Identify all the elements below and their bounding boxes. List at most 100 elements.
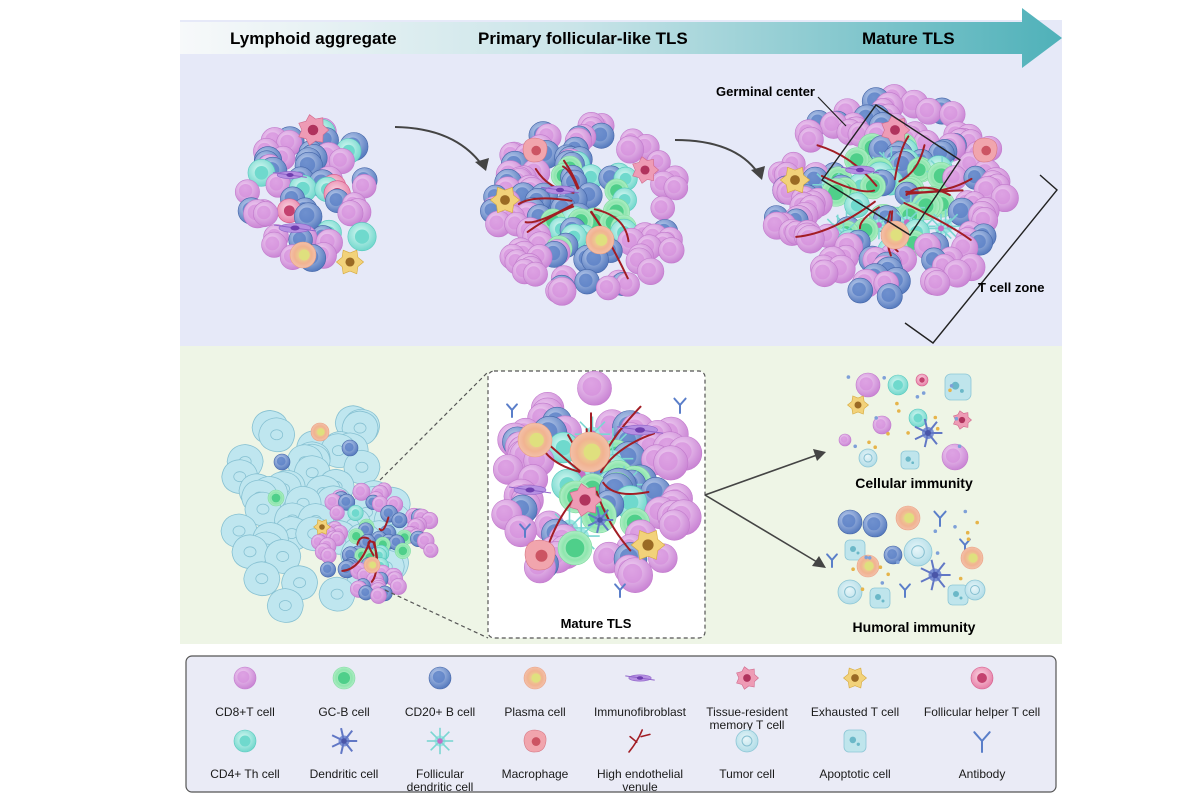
cd8-cell: [943, 259, 972, 288]
cd8-cell: [337, 200, 364, 227]
apoptotic-cell: [944, 373, 972, 401]
cd8-cell: [939, 101, 966, 128]
legend-box: [185, 655, 1057, 793]
cd20-cell: [574, 269, 600, 295]
cd8-cell: [796, 224, 825, 254]
cd8-cell: [329, 505, 345, 521]
exhausted-cell: [489, 186, 521, 214]
venule-branch: [820, 175, 876, 193]
exhausted-cell: [847, 395, 869, 415]
venule-branch: [562, 165, 579, 190]
cd20-cell: [338, 493, 356, 511]
cd8-cell: [485, 210, 512, 238]
cd8-cell: [423, 542, 439, 558]
cd8-cell: [663, 175, 689, 201]
cytokine-dot: [953, 525, 957, 529]
legend-label: Apoptotic cell: [819, 767, 890, 781]
apoptotic-cell: [844, 539, 866, 561]
cytokine-dot: [851, 567, 855, 571]
fibro-cell: [625, 674, 655, 682]
humoral-immunity-cluster: [826, 505, 986, 609]
tumor-cell: [258, 417, 296, 453]
hev-cell: [628, 729, 651, 753]
cytokine-dot: [860, 587, 865, 591]
tissue-resident-memory-t-cell-icon: [736, 666, 759, 690]
venule-branch: [602, 481, 650, 495]
venule-branch: [599, 432, 655, 473]
antibody-cell: [614, 583, 626, 598]
t-cell-zone-bracket: [904, 174, 1058, 344]
apoptotic-cell: [900, 450, 920, 470]
cd8-cell: [504, 514, 537, 548]
cd8-cell: [577, 370, 612, 406]
cytokine-dot: [963, 509, 968, 514]
antibody-cell: [826, 553, 838, 568]
cytokine-dot: [921, 391, 926, 395]
dendritic-cell: [920, 559, 951, 591]
cd8-cell: [941, 443, 969, 471]
fdc-cell: [426, 727, 454, 755]
plasma-cell: [363, 556, 381, 574]
curved-arrow-2-head: [751, 166, 765, 180]
arrow-to-humoral: [704, 494, 818, 563]
fibro-cell: [508, 485, 552, 495]
venule-branch: [858, 206, 880, 230]
legend-label: venule: [622, 780, 658, 794]
plasma-cell: [523, 666, 547, 690]
cd8-t-cell-icon: [233, 666, 257, 690]
tumor-cell: [837, 579, 863, 605]
gc-b-cell-icon: [332, 666, 356, 690]
legend-label: memory T cell: [710, 718, 785, 732]
tumor-cell-icon: [735, 729, 759, 753]
legend-label: GC-B cell: [318, 705, 369, 719]
plasma-cell: [569, 431, 611, 473]
cd20-cell: [883, 545, 903, 565]
venule-branch: [378, 516, 390, 532]
tumor-cell: [964, 579, 986, 601]
follicular-helper-t-cell-icon: [970, 666, 994, 690]
plasma-cell: [960, 546, 984, 570]
fibro-cell: [841, 165, 879, 175]
venule-branch: [517, 197, 573, 205]
venule-branch: [563, 159, 580, 190]
cd20-cell: [341, 439, 359, 457]
dendritic-cell: [914, 418, 943, 448]
cytokine-dot: [867, 556, 872, 560]
stage-label-primary-follicular-tls: Primary follicular-like TLS: [478, 29, 688, 48]
cd20-cell: [837, 509, 863, 535]
venule-branch: [893, 135, 910, 181]
antibody-cell: [973, 731, 991, 753]
exhausted-cell: [843, 667, 867, 689]
cd20-cell: [320, 561, 336, 578]
curved-arrow-1: [394, 126, 483, 166]
curved-arrow-2: [674, 139, 759, 174]
cd4-cell: [908, 408, 928, 428]
primary-follicular-tls-cluster: [480, 112, 689, 306]
legend-label: Immunofibroblast: [594, 705, 687, 719]
antibody-cell: [899, 583, 911, 598]
cytokine-dot: [958, 576, 963, 581]
cd8-cell: [615, 272, 640, 297]
cd8-cell: [653, 445, 689, 481]
cd8-cell: [261, 231, 288, 258]
plasma-cell: [517, 422, 553, 458]
cytokine-dot: [886, 431, 890, 436]
cytokine-dot: [933, 415, 938, 420]
cytokine-dot: [933, 529, 938, 533]
fibro-cell: [616, 424, 664, 436]
legend-label: Exhausted T cell: [811, 705, 899, 719]
exhausted-cell: [313, 519, 331, 535]
plasma-cell: [585, 225, 615, 255]
arrow-to-cellular-head: [813, 449, 826, 461]
macro-cell: [522, 137, 548, 163]
t-cell-zone-label: T cell zone: [978, 280, 1044, 295]
stage-label-mature-tls: Mature TLS: [862, 29, 955, 48]
cd8-cell: [915, 97, 943, 125]
legend-label: dendritic cell: [407, 780, 474, 794]
cytokine-dot: [882, 376, 886, 380]
cytokine-dot: [853, 444, 857, 449]
cd20-cell: [358, 585, 374, 601]
lymphoid-aggregate-cluster: [234, 114, 378, 275]
progression-arrow: [180, 8, 1062, 68]
